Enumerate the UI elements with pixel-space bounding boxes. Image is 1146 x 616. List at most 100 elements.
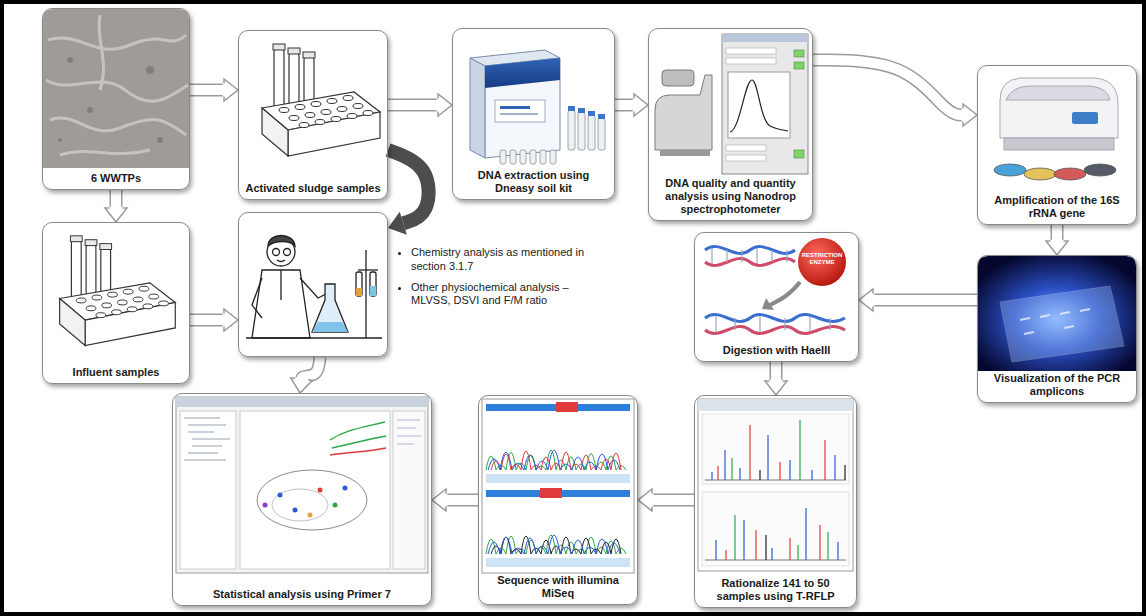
sequencing-screenshot-part	[486, 450, 626, 470]
sludge-photo-part-part	[48, 35, 186, 49]
primer-screenshot-part-part	[293, 508, 298, 513]
arrow-head-fill	[859, 289, 875, 311]
trflp-screenshot-part	[712, 435, 838, 560]
sludge-photo-part-part	[146, 66, 154, 74]
step-caption: 6 WWTPs	[43, 172, 189, 189]
sequencing-screenshot-part	[488, 450, 620, 470]
gel-image-part-part	[1024, 332, 1034, 334]
scientist-cartoon-part	[356, 288, 362, 296]
extraction-kit-part-part	[540, 150, 546, 164]
arrow-head-fill	[962, 104, 978, 126]
note-list: Chemistry analysis as mentioned in secti…	[397, 246, 593, 315]
extraction-kit-part-part	[578, 108, 585, 113]
nanodrop-device-part	[722, 34, 808, 42]
arrow-shaft-inner	[652, 495, 694, 505]
scientist-cartoon-part	[370, 272, 376, 296]
trflp-screenshot-part	[698, 399, 853, 411]
step-caption: Sequence with illumina MiSeq	[479, 574, 637, 604]
scientist-cartoon-part	[246, 337, 382, 338]
primer-screenshot-part-part	[397, 420, 420, 421]
arrow-shaft-inner	[873, 295, 977, 305]
arrow-head	[224, 79, 238, 101]
extraction-kit-part-part	[568, 106, 575, 111]
primer-screenshot-part	[176, 397, 428, 573]
step-caption: Digestion with HaeIII	[695, 344, 858, 361]
sludge-photo-part-part	[99, 15, 104, 90]
scientist-cartoon-part	[312, 284, 348, 332]
nanodrop-device-part	[726, 58, 776, 64]
sequencing-screenshot-part	[486, 474, 630, 483]
nanodrop-device-part	[794, 50, 804, 158]
restriction-digest-picture-part-part	[734, 318, 735, 330]
sequencing-screenshot-part	[540, 488, 562, 498]
sludge-photo-part-part	[46, 80, 188, 101]
restriction-digest-picture-part	[716, 316, 830, 332]
bullet-note: Other physiochemical analysis – MLVSS, D…	[411, 281, 593, 309]
primer-screenshot-part-part	[318, 488, 323, 493]
scientist-cartoon-part	[277, 260, 285, 262]
restriction-digest-picture-part-part	[711, 248, 712, 264]
arrow-head	[224, 309, 238, 331]
restriction-digest-picture-part	[705, 247, 795, 254]
gel-image-part-part	[1064, 326, 1074, 328]
primer-screenshot-part-part	[188, 432, 214, 433]
sequencing-screenshot-part	[486, 535, 626, 554]
extraction-kit-part-part	[598, 114, 605, 119]
flow-arrow	[615, 94, 648, 116]
arrow-shaft	[652, 494, 694, 507]
nanodrop-device-part	[730, 80, 788, 132]
restriction-digest-picture-part	[705, 259, 795, 266]
nanodrop-device-part-part	[794, 150, 804, 158]
arrow-shaft-inner	[190, 315, 224, 325]
primer-screenshot-part-part	[188, 453, 218, 454]
pcr-machine-part	[994, 164, 1116, 180]
nanodrop-device-part	[726, 145, 766, 161]
extraction-kit	[470, 50, 605, 164]
extraction-kit-part-part	[598, 118, 605, 150]
pcr-machine-part-part	[1024, 168, 1056, 180]
restriction-digest-picture-part	[705, 315, 845, 322]
extraction-kit-part-part	[500, 150, 506, 164]
sample-box: Activated sludge samples	[238, 30, 388, 200]
primer-screenshot-part-part	[397, 428, 416, 429]
primer-screenshot-part-part	[263, 503, 268, 508]
trflp-screenshot-part	[718, 425, 825, 560]
restriction-digest-picture-part-part	[809, 316, 810, 332]
arrow-shaft-inner	[388, 100, 438, 110]
scientist-cartoon-part	[312, 322, 348, 332]
arrow-head	[105, 208, 127, 222]
step-caption: Activated sludge samples	[239, 182, 387, 199]
scientist-cartoon-part	[300, 278, 326, 298]
sludge-photo-part-part	[157, 137, 163, 143]
primer-screenshot-part	[180, 411, 236, 569]
restriction-digest-picture-part-part	[715, 316, 716, 332]
pcr-machine-part-part	[1084, 164, 1116, 176]
extraction-kit-part-part	[588, 115, 595, 150]
step-caption: Visualization of the PCR amplicons	[978, 372, 1136, 402]
extraction-kit-part	[500, 113, 538, 115]
nanodrop-device-part-part	[794, 50, 804, 57]
nanodrop-device-part	[728, 72, 790, 138]
sample-rack-part	[60, 236, 176, 346]
arrow-shaft-inner	[1052, 225, 1062, 241]
sequencing-screenshot-part	[488, 535, 620, 554]
scientist-cartoon-part	[252, 278, 262, 318]
primer-screenshot-part	[257, 470, 367, 530]
nanodrop-device	[655, 34, 808, 174]
process-box: DNA extraction using Dneasy soil kit	[452, 28, 615, 200]
step-caption: DNA extraction using Dneasy soil kit	[453, 169, 614, 199]
gel-image-part	[1000, 286, 1124, 362]
sludge-photo	[43, 9, 189, 168]
restriction-digest-picture-part-part	[786, 250, 787, 262]
flow-arrow	[291, 357, 320, 393]
flow-arrow	[859, 289, 977, 311]
flow-arrow	[432, 489, 478, 511]
restriction-digest-picture-part-part	[759, 316, 760, 332]
primer-screenshot-part	[176, 397, 428, 407]
scientist-cartoon-part	[280, 270, 281, 300]
arrow-shaft	[615, 99, 634, 112]
trflp-screenshot-part	[702, 414, 849, 484]
extraction-kit-part	[500, 110, 605, 164]
pcr-machine-part	[1072, 112, 1098, 124]
